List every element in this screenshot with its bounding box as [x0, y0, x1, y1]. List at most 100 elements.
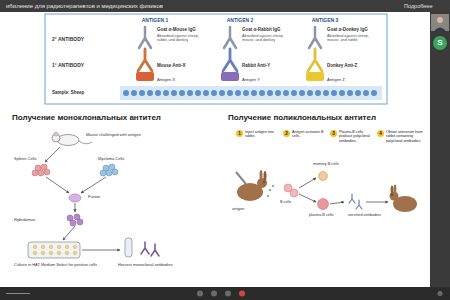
toolbar-icons [6, 291, 443, 297]
sample-strip [259, 90, 265, 96]
sample-strip [291, 90, 297, 96]
rabbit-figure [267, 195, 269, 197]
harvest-figure [125, 238, 159, 257]
part-label: memory B cells [313, 162, 353, 166]
spleen-cells [44, 169, 50, 175]
participant-video [431, 14, 449, 31]
culture-plate [49, 245, 53, 249]
part-label: secreted antibodies [348, 213, 382, 217]
harvest-figure [141, 242, 159, 256]
row-header: 2° ANTIBODY [52, 37, 114, 43]
culture-plate [33, 251, 37, 255]
sample-strip [267, 90, 273, 96]
rabbit-figure [390, 192, 399, 201]
sample-strip [315, 90, 321, 96]
column-header: ANTIGEN 2 [210, 18, 270, 24]
arrows [81, 177, 106, 193]
hybridoma-cells [70, 220, 76, 226]
arrows [366, 202, 388, 203]
step-text: Obtain antiserum from rabbit containing … [386, 130, 424, 143]
rabbit-figure [236, 170, 274, 201]
step-label: Harvest monoclonal antibodies [118, 263, 188, 268]
participant-video [431, 14, 449, 31]
step-badge: 2Antigen activates B cells. [283, 130, 329, 139]
bottom-bar [0, 287, 450, 300]
sample-strip [211, 90, 217, 96]
sample-strip [347, 90, 353, 96]
spleen-cells [32, 170, 38, 176]
culture-plate [41, 245, 45, 249]
rabbit-figure [269, 189, 271, 191]
antibody-name: Goat α-Mouse IgG [157, 27, 211, 32]
antibody-column [136, 72, 154, 81]
culture-plate [65, 245, 69, 249]
harvest-figure [125, 238, 132, 257]
sample-strip [147, 90, 153, 96]
antibody-note: Absorbed against sheep, rabbit, and donk… [157, 34, 205, 43]
rabbit-figure [263, 181, 265, 183]
spleen-cells [38, 170, 44, 176]
b-cells [290, 189, 298, 197]
row-header: 1° ANTIBODY [52, 63, 114, 69]
antibody-column [306, 72, 324, 81]
step-text: Antigen activates B cells. [292, 130, 329, 139]
sample-strip [179, 90, 185, 96]
rabbit-figure [236, 172, 246, 184]
culture-plate [33, 245, 77, 255]
arrows [330, 202, 344, 204]
toolbar-link: Подробнее [404, 3, 433, 9]
sample-strip [187, 90, 193, 96]
b-cells [284, 184, 298, 197]
toolbar-icons [225, 291, 231, 297]
antibody-column [221, 27, 239, 81]
myeloma-cells [100, 164, 118, 176]
antibody-column [221, 72, 239, 81]
arrows [63, 226, 75, 240]
hybridoma-cells [77, 219, 83, 225]
sample-strip [307, 90, 313, 96]
sample-strip [363, 90, 369, 96]
step-label: Fusion [88, 195, 118, 200]
sample-strip [171, 90, 177, 96]
window-title: ибиление для радиотерапевтов и медицинск… [6, 3, 163, 10]
plasma-cell [318, 199, 329, 210]
culture-plate [28, 242, 80, 258]
step-text: Plasma B cells produce polyclonal antibo… [339, 130, 376, 143]
culture-plate [73, 245, 77, 249]
mouse-figure [54, 132, 58, 136]
memory-cell [319, 172, 328, 181]
sample-strip [227, 90, 233, 96]
rabbit-figure [272, 185, 274, 187]
spleen-cells [32, 164, 50, 176]
step-badge: 3Plasma B cells produce polyclonal antib… [330, 130, 376, 143]
myeloma-cells [106, 170, 112, 176]
culture-plate [49, 251, 53, 255]
sample-strip [123, 90, 377, 96]
step-label: Myeloma Cells [98, 157, 138, 162]
toolbar-icons [6, 293, 30, 294]
sample-strip [299, 90, 305, 96]
badge-text: 4 [377, 130, 384, 137]
side-panel [430, 12, 450, 287]
rabbit-figure [394, 185, 397, 194]
rabbit-figure [391, 194, 393, 196]
sample-strip [131, 90, 137, 96]
antibody-name: Goat α-Donkey IgG [327, 27, 383, 32]
top-bar [0, 0, 450, 12]
sample-strip [331, 90, 337, 96]
sample-strip [235, 90, 241, 96]
culture-plate [57, 251, 61, 255]
badge-text: 3 [330, 130, 337, 137]
antibody-name: Rabbit Anti-Y [242, 63, 292, 68]
sample-strip [243, 90, 249, 96]
sample-strip [123, 90, 129, 96]
antibody-note: Absorbed against sheep, mouse, and donke… [242, 34, 290, 43]
antibody-icons [349, 194, 362, 209]
badge-text: 2 [283, 130, 290, 137]
part-label: B cells [280, 200, 310, 204]
hybridoma-cells [67, 214, 83, 226]
antibody-column [139, 27, 151, 48]
rabbit-figure [390, 185, 418, 213]
antibody-name: Mouse Anti-X [157, 63, 207, 68]
